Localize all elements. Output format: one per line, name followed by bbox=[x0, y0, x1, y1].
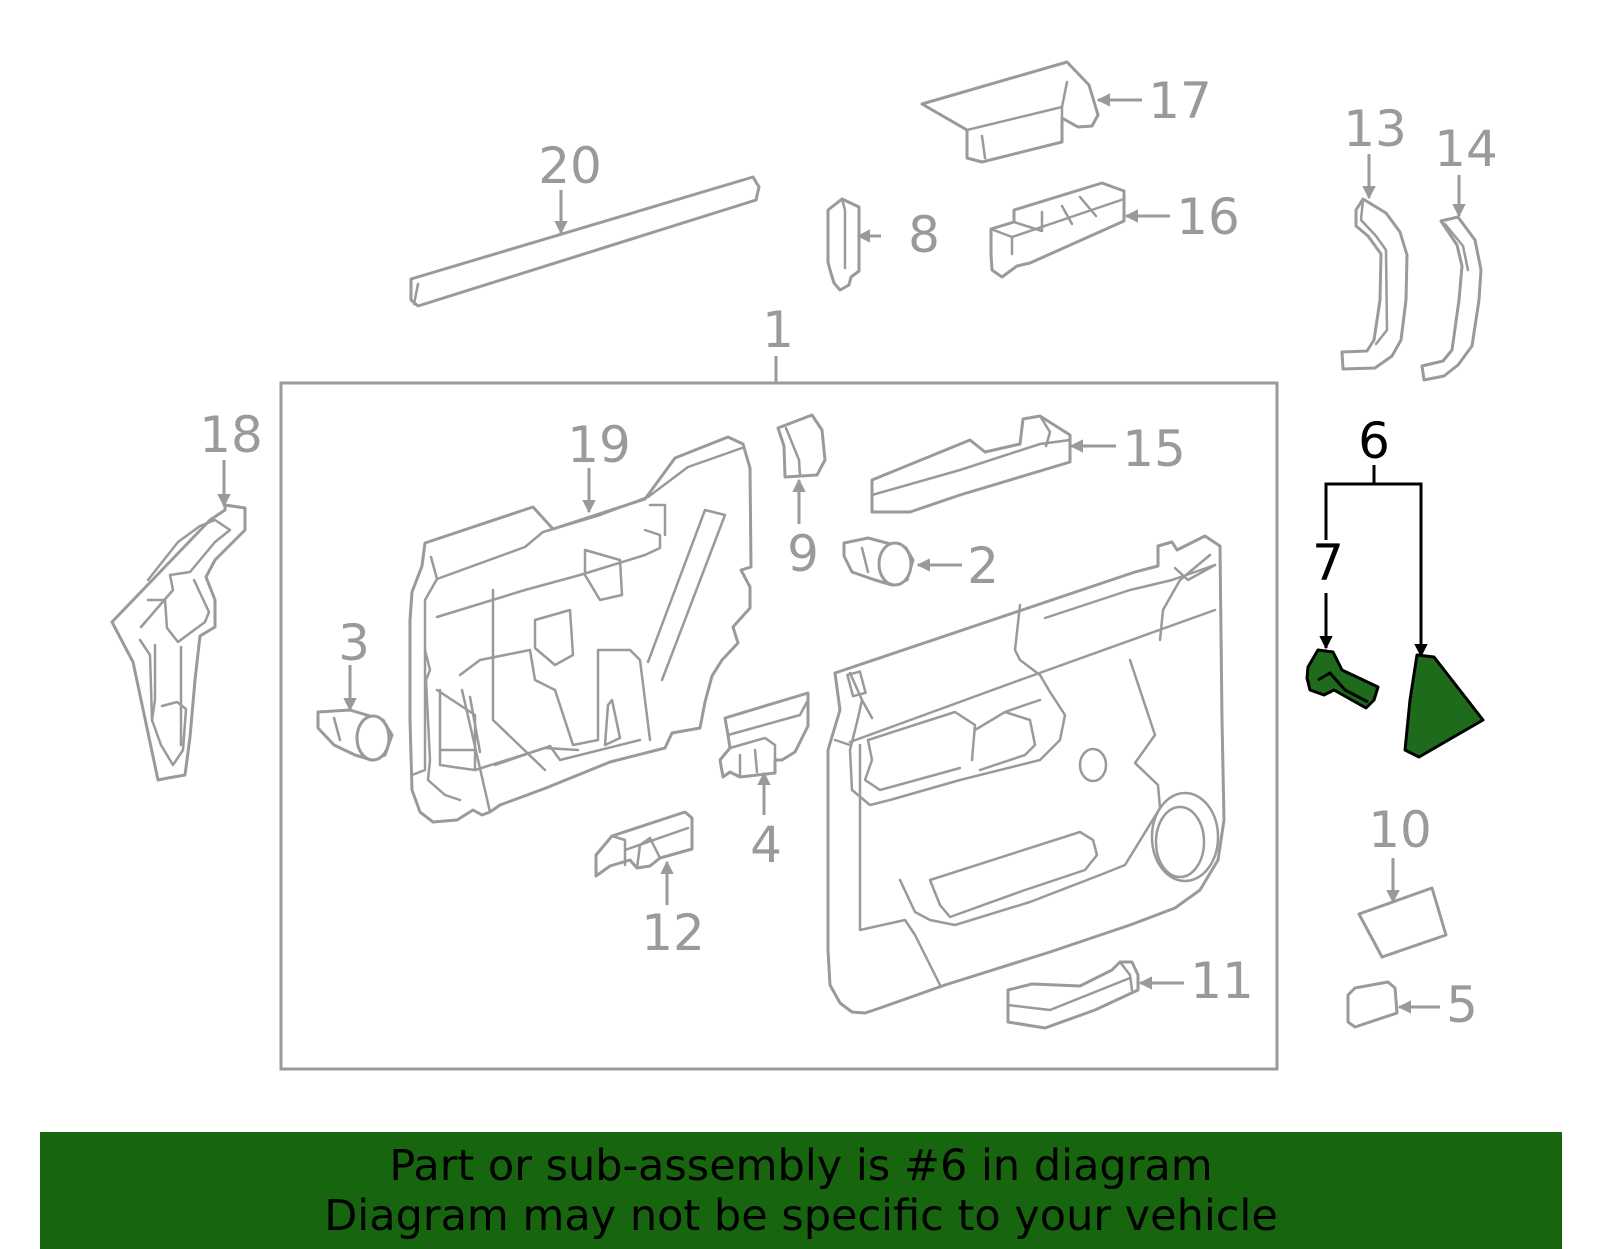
callout-16: 16 bbox=[1176, 188, 1240, 246]
banner-line-1: Part or sub-assembly is #6 in diagram bbox=[389, 1140, 1213, 1191]
callout-9: 9 bbox=[787, 525, 819, 583]
part-20-belt-molding bbox=[409, 175, 761, 308]
callout-12: 12 bbox=[641, 904, 705, 962]
callout-13: 13 bbox=[1343, 100, 1407, 158]
callout-8: 8 bbox=[908, 206, 940, 264]
part-12-switch-bezel bbox=[594, 810, 694, 905]
part-17-switch-bezel bbox=[920, 60, 1142, 164]
callout-20: 20 bbox=[538, 137, 602, 195]
part-2-plug bbox=[842, 536, 962, 587]
callout-5: 5 bbox=[1446, 976, 1478, 1034]
info-banner: Part or sub-assembly is #6 in diagram Di… bbox=[40, 1132, 1562, 1249]
part-6-trim-piece bbox=[1403, 653, 1485, 759]
part-19-trim-carrier bbox=[408, 435, 753, 824]
callout-10: 10 bbox=[1368, 801, 1432, 859]
part-11-armrest-pad bbox=[1006, 960, 1184, 1030]
part-5-small-cover bbox=[1346, 980, 1440, 1029]
part-3-plug bbox=[316, 665, 394, 762]
callout-2: 2 bbox=[967, 537, 999, 595]
part-6-highlight-group bbox=[1305, 465, 1485, 759]
part-15-armrest-handle bbox=[870, 414, 1116, 514]
part-7-insert bbox=[1305, 648, 1380, 710]
callout-3: 3 bbox=[338, 614, 370, 672]
part-4-switch-bezel bbox=[718, 691, 810, 815]
part-13-pull-handle bbox=[1340, 154, 1409, 371]
callout-14: 14 bbox=[1434, 120, 1498, 178]
part-8-clip bbox=[826, 197, 881, 292]
callout-15: 15 bbox=[1122, 420, 1186, 478]
callout-4: 4 bbox=[750, 816, 782, 874]
door-trim-assembly-box bbox=[279, 356, 1279, 1071]
callout-17: 17 bbox=[1148, 72, 1212, 130]
callout-11: 11 bbox=[1190, 952, 1254, 1010]
banner-line-2: Diagram may not be specific to your vehi… bbox=[324, 1190, 1278, 1241]
part-1-door-trim-panel bbox=[826, 534, 1226, 1015]
part-10-cover-plate bbox=[1357, 858, 1448, 959]
part-14-handle-cover bbox=[1420, 175, 1483, 382]
callout-labels: 1 2 3 4 5 6 7 8 9 10 11 12 13 14 15 16 1… bbox=[199, 72, 1498, 1034]
part-18-bracket bbox=[110, 460, 247, 782]
part-16-window-switch bbox=[989, 181, 1170, 279]
callout-19: 19 bbox=[567, 416, 631, 474]
callout-18: 18 bbox=[199, 406, 263, 464]
callout-6: 6 bbox=[1358, 412, 1390, 470]
callout-7: 7 bbox=[1312, 534, 1344, 592]
part-9-trim-cap bbox=[776, 413, 827, 524]
callout-1: 1 bbox=[762, 301, 794, 359]
